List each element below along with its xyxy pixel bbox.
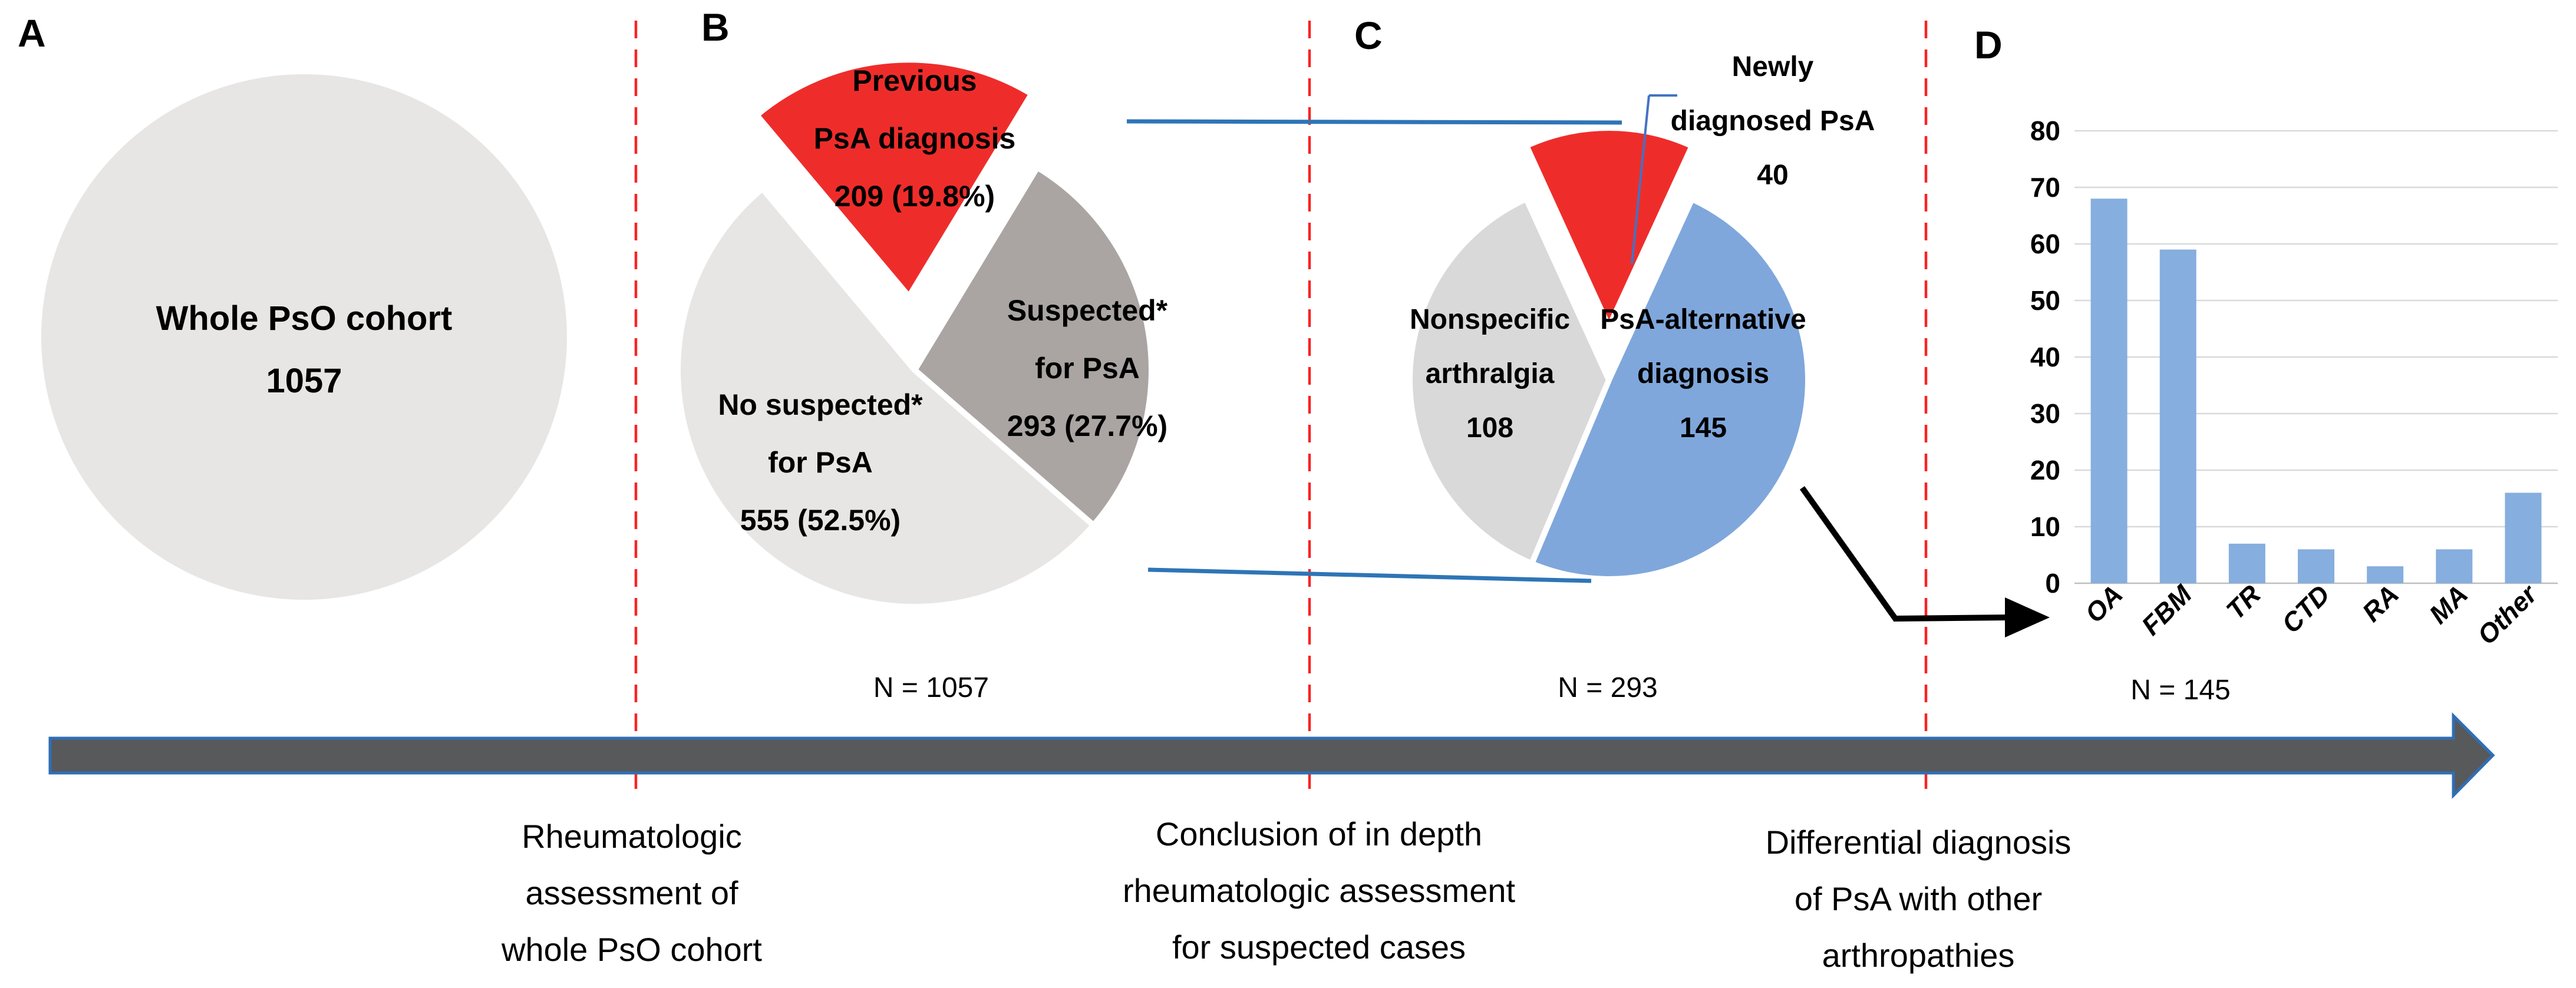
- bar-OA: [2090, 199, 2128, 583]
- bar-TR: [2228, 543, 2265, 583]
- whole-cohort-label-line2: 1057: [266, 362, 342, 400]
- y-tick-0: 0: [2045, 568, 2060, 599]
- x-label-FBM: FBM: [2136, 579, 2198, 641]
- x-label-RA: RA: [2356, 579, 2405, 627]
- elbow-arrow-line: [1799, 486, 2010, 622]
- y-tick-50: 50: [2030, 285, 2060, 316]
- callout-leader-line: [1631, 95, 1650, 265]
- y-tick-20: 20: [2030, 455, 2060, 485]
- pie-slice-pie-b-1: [912, 164, 1155, 528]
- x-label-OA: OA: [2079, 579, 2129, 629]
- whole-cohort-label: Whole PsO cohort 1057: [121, 288, 487, 412]
- x-label-Other: Other: [2472, 578, 2544, 650]
- label-previous-psa: Previous PsA diagnosis 209 (19.8%): [813, 64, 1016, 213]
- y-tick-30: 30: [2030, 398, 2060, 429]
- label-newly-diagnosed: Newly diagnosed PsA 40: [1670, 51, 1875, 191]
- whole-cohort-label-line1: Whole PsO cohort: [156, 299, 453, 338]
- panel-letter-b: B: [701, 5, 730, 49]
- panel-letter-d: D: [1974, 23, 2003, 67]
- y-tick-60: 60: [2030, 229, 2060, 259]
- connector-top-line: [1126, 119, 1622, 125]
- label-suspected-psa: Suspected* for PsA 293 (27.7%): [1007, 294, 1168, 442]
- pie-slice-pie-c-2: [1407, 196, 1612, 567]
- y-tick-10: 10: [2030, 511, 2060, 542]
- n-label-pie-c: N = 293: [1558, 672, 1658, 703]
- pie-chart-c: [1407, 125, 1811, 582]
- label-no-suspected-psa: No suspected* for PsA 555 (52.5%): [718, 388, 923, 537]
- x-label-CTD: CTD: [2276, 579, 2336, 639]
- connector-bottom-line: [1147, 567, 1592, 583]
- bar-RA: [2367, 566, 2404, 583]
- panel-letter-c: C: [1354, 14, 1383, 57]
- caption-stage-3: Differential diagnosis of PsA with other…: [1765, 824, 2072, 974]
- bar-Other: [2505, 493, 2542, 583]
- n-label-pie-b: N = 1057: [873, 672, 989, 703]
- n-label-bar-d: N = 145: [2130, 675, 2231, 706]
- pie-slice-pie-b-2: [675, 186, 1097, 610]
- x-label-MA: MA: [2423, 579, 2474, 630]
- pie-chart-b: [675, 57, 1155, 610]
- x-label-TR: TR: [2220, 579, 2267, 626]
- bar-CTD: [2298, 549, 2334, 583]
- y-tick-40: 40: [2030, 342, 2060, 372]
- whole-cohort-circle: [41, 74, 567, 600]
- elbow-arrow-head: [2005, 597, 2050, 637]
- pie-slice-pie-c-1: [1529, 196, 1811, 582]
- panel-letter-a: A: [18, 11, 46, 55]
- y-tick-70: 70: [2030, 172, 2060, 203]
- pie-slice-pie-b-0: [753, 57, 1035, 300]
- timeline-arrow: [48, 712, 2495, 799]
- y-tick-80: 80: [2030, 115, 2060, 146]
- pie-slice-pie-c-0: [1523, 125, 1696, 330]
- caption-stage-2: Conclusion of in depth rheumatologic ass…: [1122, 815, 1516, 966]
- label-nonspecific-arthralgia: Nonspecific arthralgia 108: [1409, 304, 1571, 444]
- caption-stage-1: Rheumatologic assessment of whole PsO co…: [502, 818, 762, 968]
- label-psa-alternative: PsA-alternative diagnosis 145: [1600, 304, 1806, 444]
- bar-MA: [2436, 549, 2473, 583]
- bar-FBM: [2159, 249, 2196, 584]
